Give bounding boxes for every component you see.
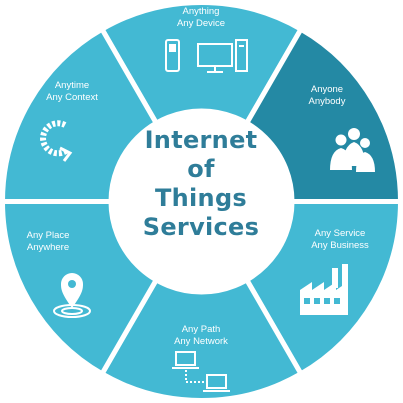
center-title: Internet of Things Services — [101, 126, 301, 242]
segment-label-line1: Any Path — [181, 324, 221, 335]
segment-label-anyone: Anyone Anybody — [272, 84, 382, 108]
segment-label-anything: Anything Any Device — [146, 6, 256, 30]
segment-label-line1: Anytime — [54, 80, 90, 91]
center-title-line: of — [187, 155, 215, 183]
people-icon — [330, 128, 375, 172]
segment-label-any-place: Any Place Anywhere — [0, 230, 103, 254]
devices-icon — [165, 39, 248, 73]
network-icon — [172, 351, 230, 392]
center-circle — [108, 108, 295, 295]
segment-label-any-service: Any Service Any Business — [285, 228, 395, 252]
segment-label-line2: Anywhere — [26, 242, 70, 253]
location-pin-icon — [53, 273, 91, 318]
segment-label-line2: Any Context — [46, 92, 98, 103]
segment-label-line1: Any Place — [26, 230, 70, 241]
cycle-arrow-icon — [40, 120, 73, 162]
factory-icon — [300, 264, 348, 315]
segment-label-line2: Any Business — [311, 240, 369, 251]
segment-label-line2: Anybody — [308, 96, 346, 107]
segment-label-line1: Any Service — [314, 228, 366, 239]
segment-label-anytime: Anytime Any Context — [17, 80, 127, 104]
center-title-line: Services — [142, 213, 260, 241]
center-title-line: Internet — [144, 126, 258, 154]
center-title-line: Things — [154, 184, 248, 212]
segment-label-line1: Anything — [182, 6, 220, 17]
segment-label-line1: Anyone — [310, 84, 344, 95]
segment-label-line2: Any Network — [174, 336, 228, 347]
segment-label-line2: Any Device — [176, 18, 226, 29]
segment-label-any-path: Any Path Any Network — [146, 324, 256, 348]
